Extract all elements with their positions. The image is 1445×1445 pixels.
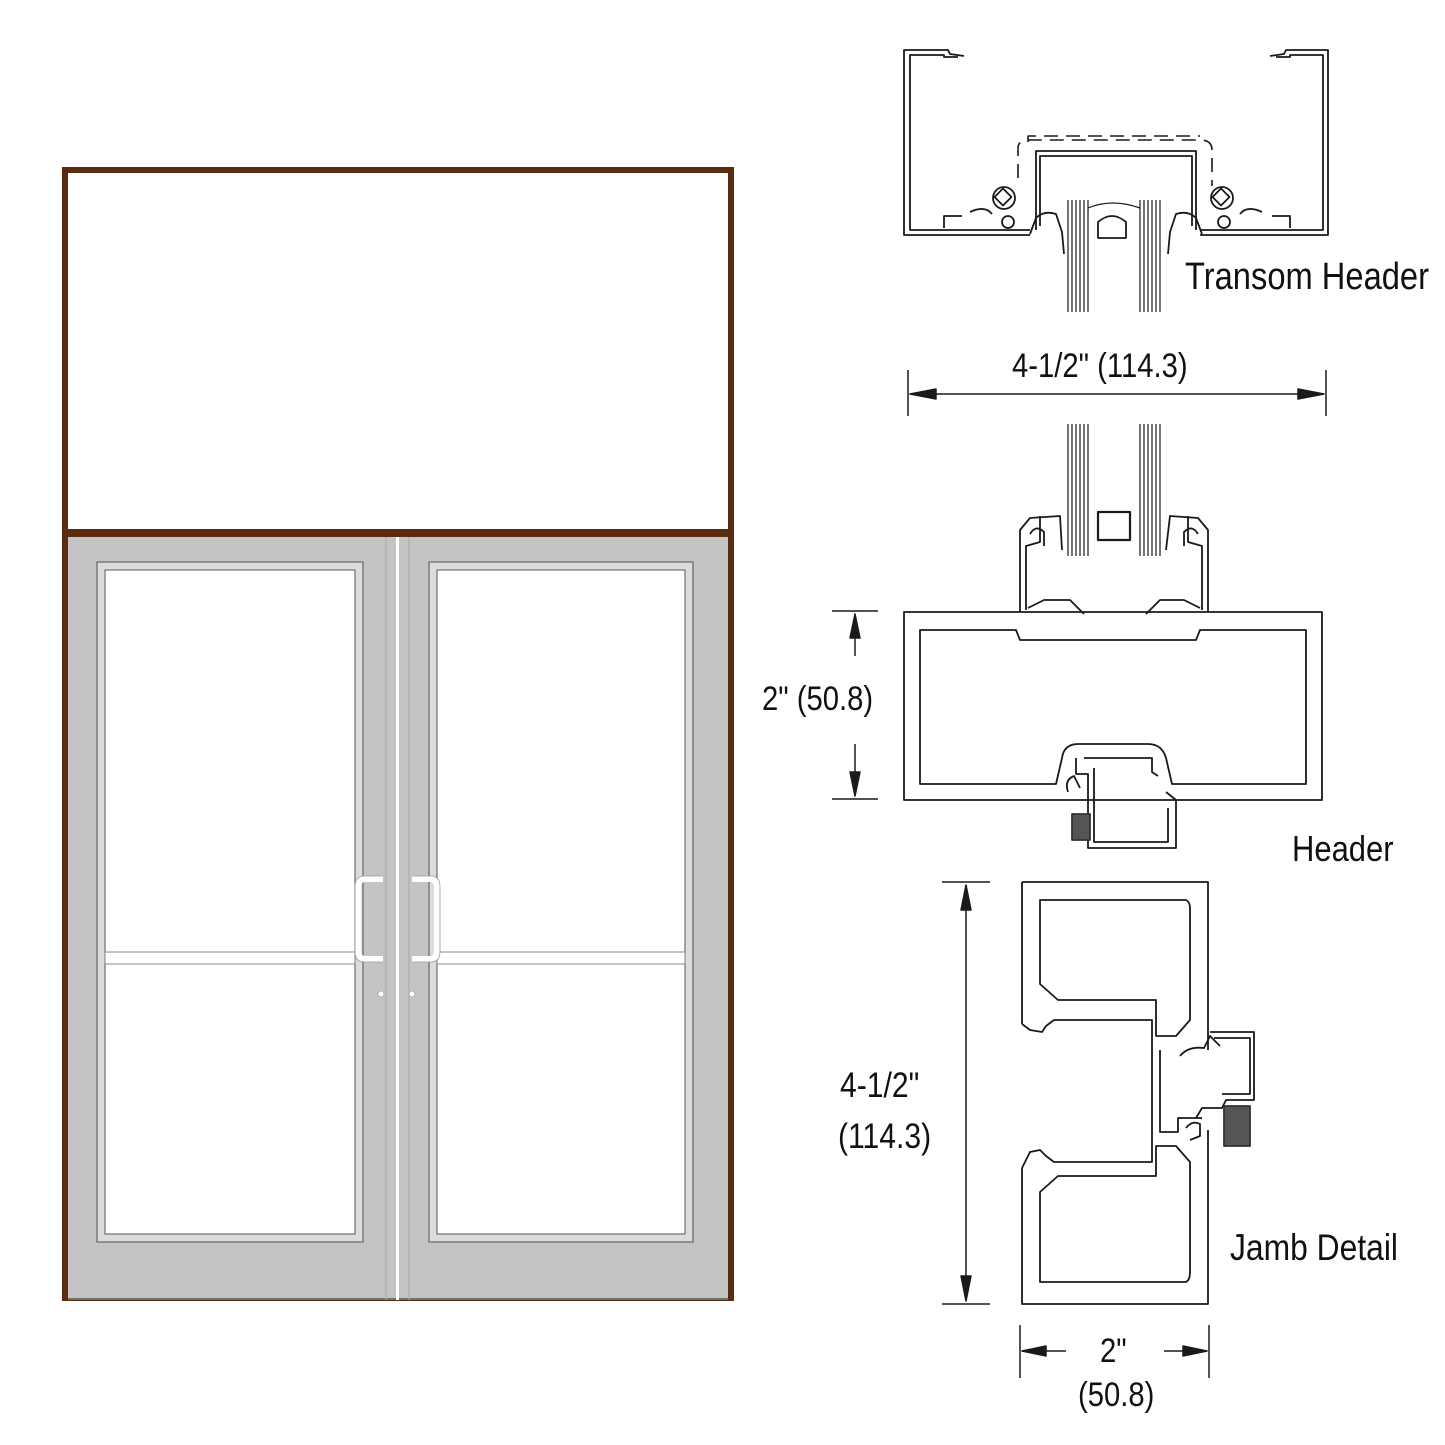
- transom-header-label: Transom Header: [1185, 256, 1429, 298]
- jamb-height-dimension: [942, 881, 990, 1305]
- left-lock-cylinder: [377, 990, 385, 998]
- transom-header-section: [903, 49, 1329, 255]
- jamb-height-dimension-line2: (114.3): [838, 1117, 932, 1156]
- left-door: [68, 537, 396, 1300]
- header-height-dimension-text: 2" (50.8): [762, 680, 874, 718]
- right-door: [399, 537, 728, 1300]
- jamb-label: Jamb Detail: [1230, 1227, 1399, 1268]
- jamb-height-dimension-line1: 4-1/2": [840, 1066, 920, 1105]
- transom-glass: [68, 173, 728, 529]
- transom-width-dimension-text: 4-1/2" (114.3): [1012, 347, 1188, 385]
- left-pull-handle-outline: [354, 875, 383, 963]
- jamb-width-dimension-line2: (50.8): [1078, 1376, 1155, 1414]
- jamb-width-dimension-line1: 2": [1100, 1332, 1127, 1370]
- header-section: [903, 424, 1323, 849]
- transom-glass-section: [1067, 200, 1161, 312]
- right-pull-handle-outline: [412, 875, 441, 963]
- door-elevation-drawing: [62, 167, 734, 1301]
- right-lock-cylinder: [408, 990, 416, 998]
- right-door-midrail: [436, 951, 686, 965]
- left-door-glass: [104, 569, 356, 1235]
- right-door-glass: [436, 569, 686, 1235]
- jamb-section: [1021, 881, 1255, 1305]
- left-pull-handle[interactable]: [355, 876, 383, 962]
- left-door-midrail: [104, 951, 356, 965]
- right-pull-handle[interactable]: [412, 876, 440, 962]
- header-label: Header: [1292, 828, 1394, 869]
